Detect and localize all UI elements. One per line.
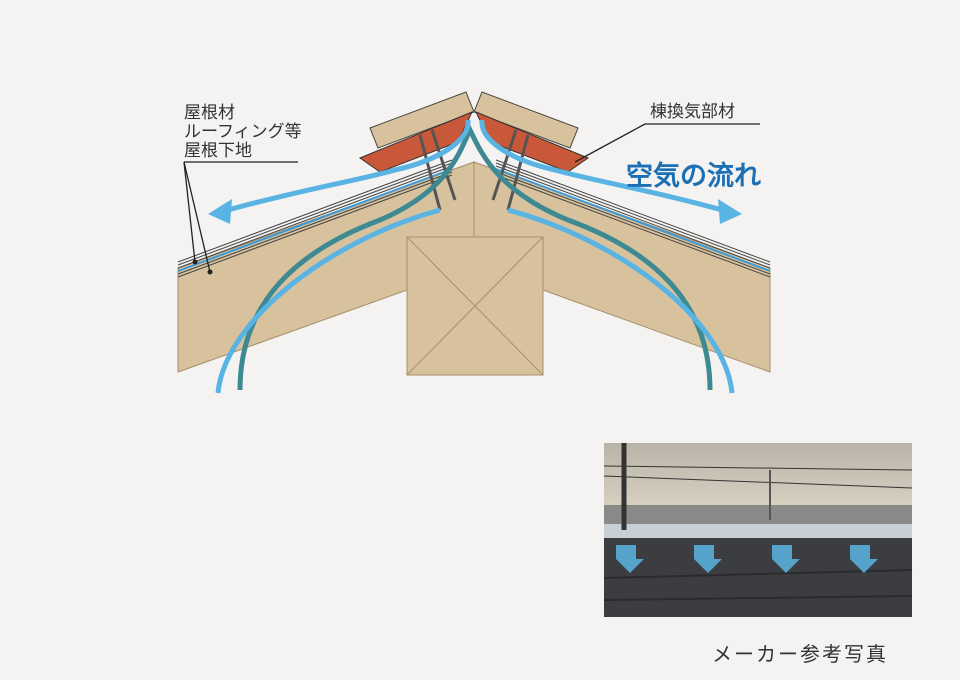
airflow-inner-path xyxy=(237,124,713,391)
maker-reference-photo xyxy=(603,443,913,617)
ridge-vent-label: 棟換気部材 xyxy=(650,102,735,122)
roofing-layers-right xyxy=(495,159,771,278)
roofing-label: ルーフィング等 xyxy=(184,122,302,142)
roofing-layers-left xyxy=(177,159,453,278)
leader-lines xyxy=(183,123,760,273)
roof-material-label: 屋根材 xyxy=(184,103,235,123)
air-flow-label: 空気の流れ xyxy=(626,161,761,192)
arrow-left-icon xyxy=(208,199,232,224)
airflow-left-path xyxy=(215,207,441,394)
screw-icons xyxy=(418,129,530,211)
photo-caption: メーカー参考写真 xyxy=(712,642,888,666)
roof-substrate-label: 屋根下地 xyxy=(184,141,252,161)
airflow-exhaust-left xyxy=(227,119,471,213)
airflow-right-path xyxy=(507,207,735,394)
ridge-cap-right xyxy=(473,91,579,149)
arrow-right-icon xyxy=(718,199,742,224)
airflow-exhaust-right xyxy=(479,119,723,213)
ridge-post xyxy=(406,236,544,376)
